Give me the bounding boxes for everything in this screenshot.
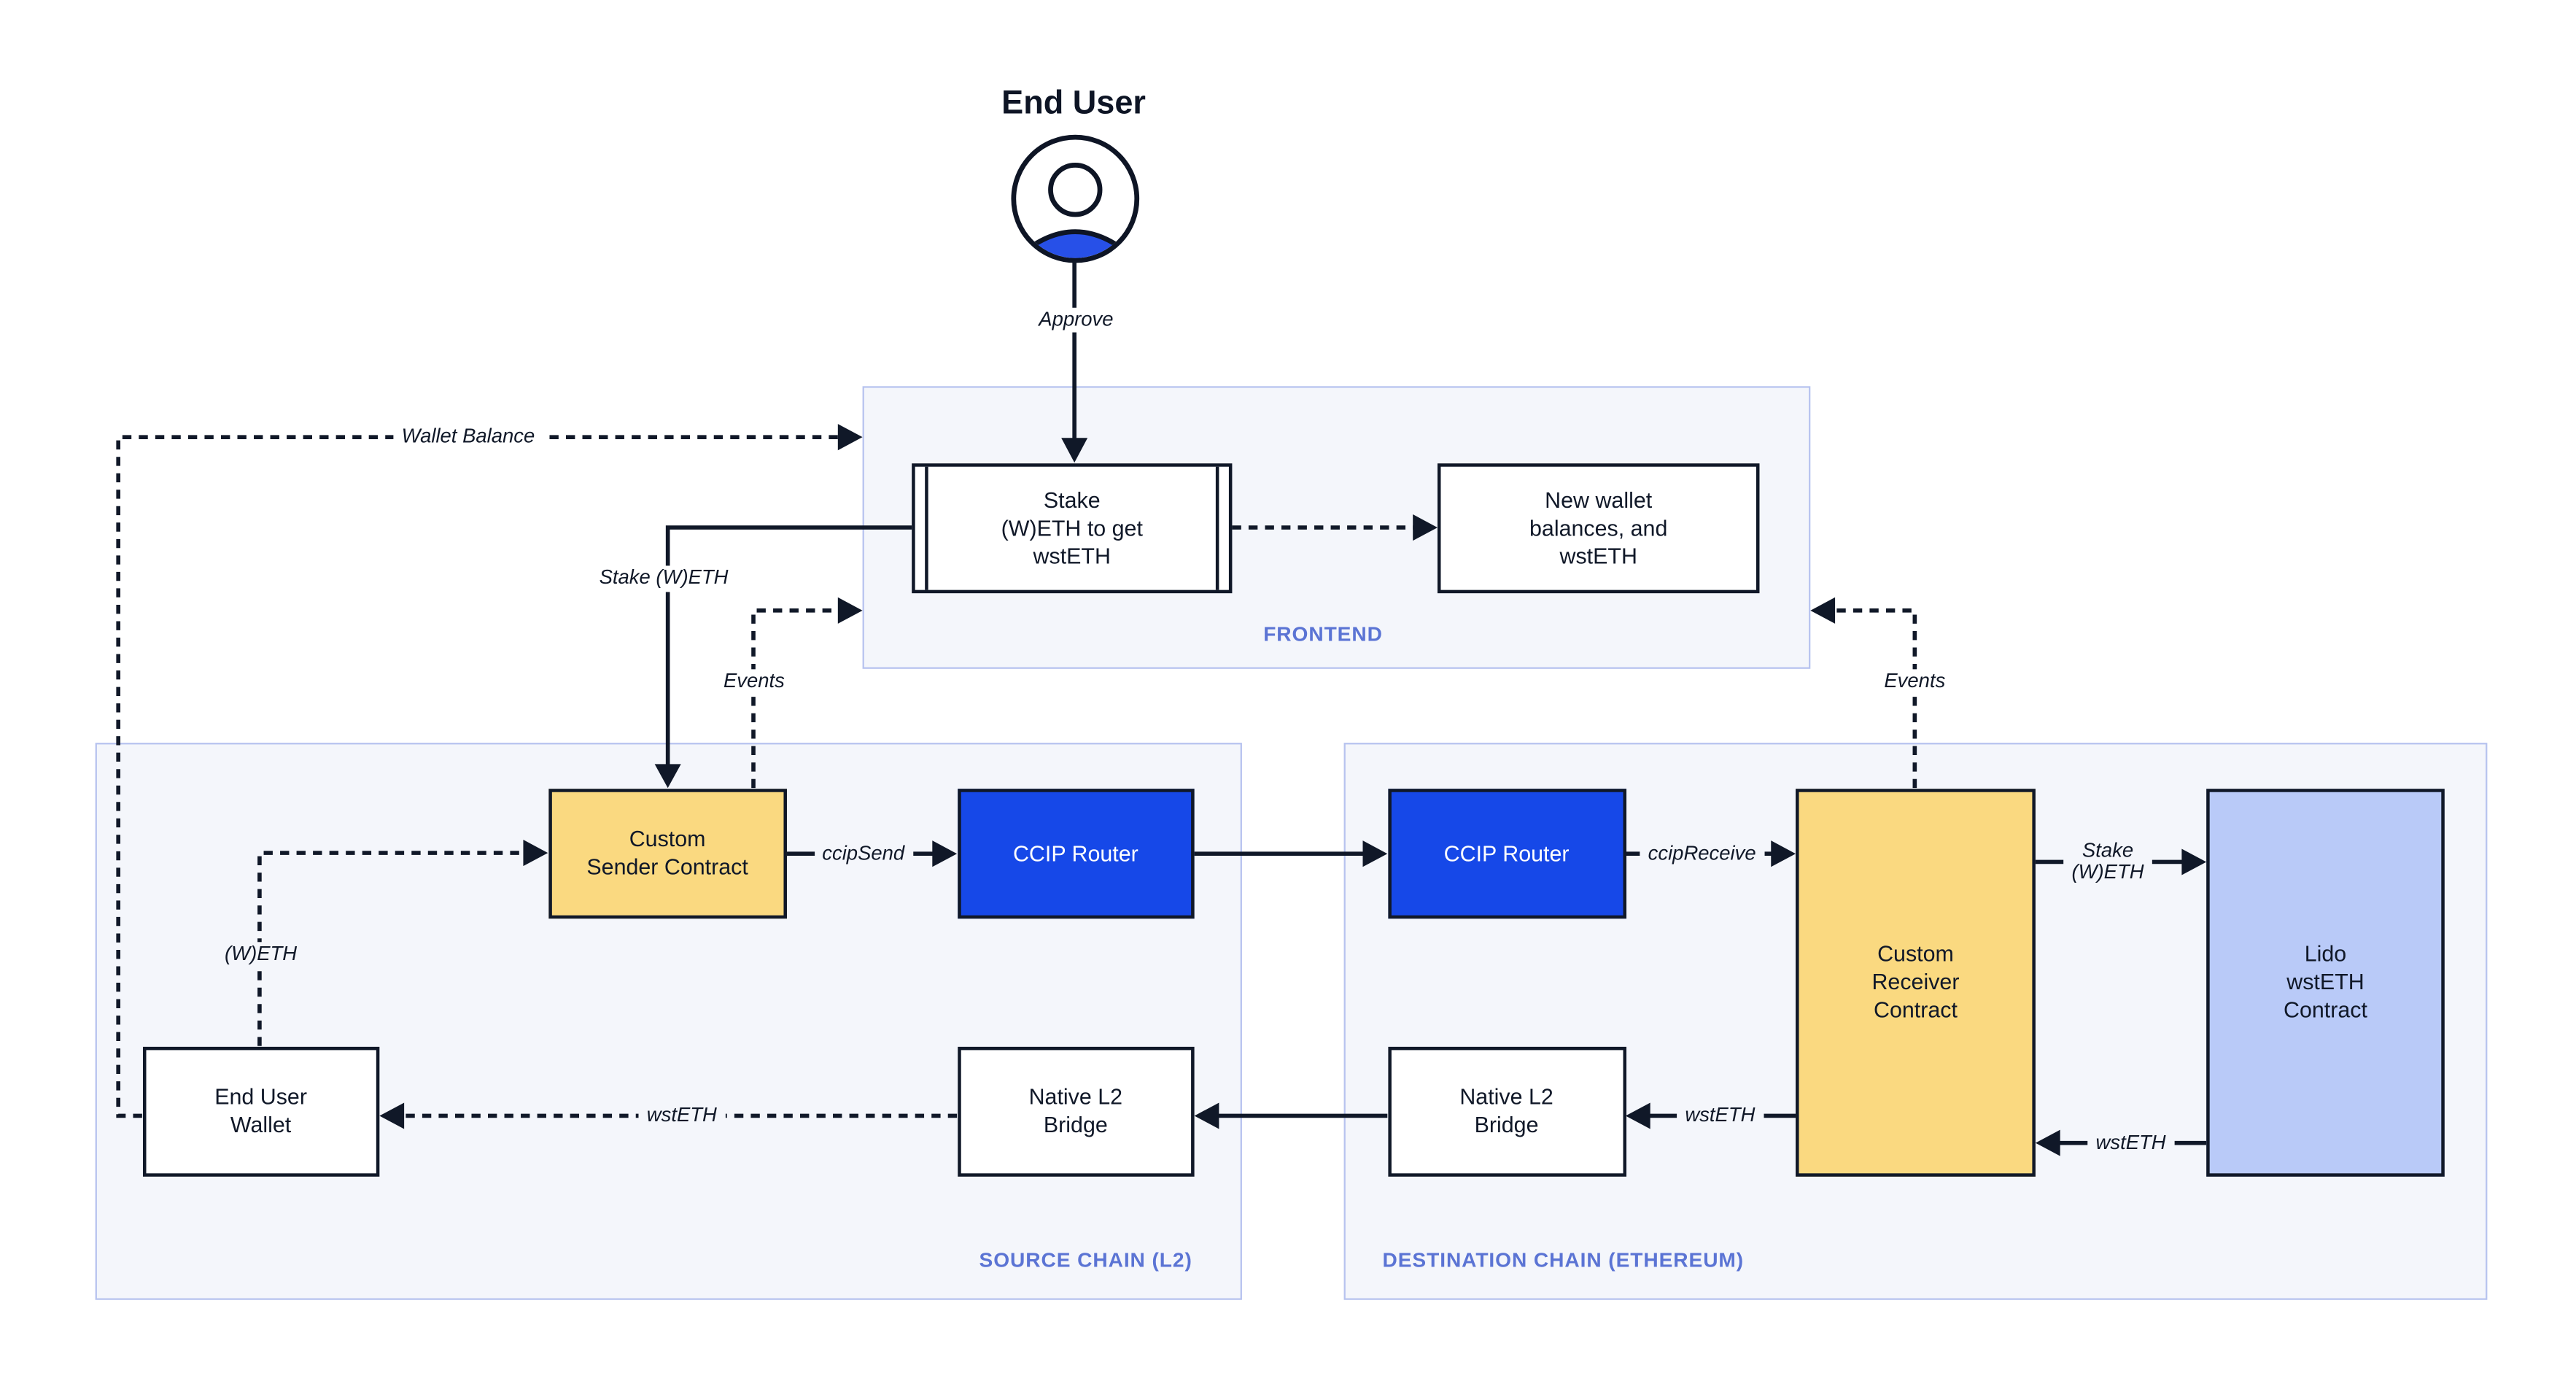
- new-balances-arrow: [1232, 514, 1438, 541]
- destination-chain-label: DESTINATION CHAIN (ETHEREUM): [1382, 1248, 1745, 1272]
- custom-sender-contract-box: Custom Sender Contract: [548, 788, 787, 919]
- events-right-arrow: [1810, 597, 1917, 789]
- wsteth-to-wallet-arrow: [379, 1102, 958, 1129]
- weth-arrow: [257, 840, 548, 1046]
- wallet-balance-arrow: [116, 424, 863, 1118]
- end-user-wallet-box: End User Wallet: [141, 1045, 380, 1176]
- end-user-title: End User: [1001, 85, 1146, 122]
- ccipsend-label: ccipSend: [813, 840, 913, 867]
- new-wallet-balances-box: New wallet balances, and wstETH: [1437, 463, 1760, 594]
- native-l2-bridge-source-box: Native L2 Bridge: [957, 1045, 1195, 1176]
- events-left-arrow: [751, 597, 863, 789]
- end-user-icon: [1011, 134, 1140, 263]
- stake-weth-lido-label: Stake (W)ETH: [2063, 838, 2152, 886]
- approve-arrow: [1061, 261, 1088, 463]
- wsteth-to-bridge-label: wstETH: [1677, 1103, 1764, 1129]
- frontend-label: FRONTEND: [1263, 622, 1383, 646]
- router-to-router-arrow: [1194, 840, 1388, 867]
- stake-action-box: Stake (W)ETH to get wstETH: [912, 463, 1233, 594]
- ccipreceive-label: ccipReceive: [1640, 840, 1764, 867]
- weth-label: (W)ETH: [216, 942, 306, 968]
- wallet-balance-label: Wallet Balance: [393, 424, 543, 450]
- stake-weth-label: Stake (W)ETH: [591, 565, 737, 592]
- bridge-to-bridge-arrow: [1194, 1102, 1388, 1129]
- ccip-router-source-box: CCIP Router: [957, 788, 1195, 919]
- approve-label: Approve: [1031, 306, 1122, 333]
- native-l2-bridge-destination-box: Native L2 Bridge: [1387, 1045, 1626, 1176]
- events-left-label: Events: [715, 668, 794, 695]
- ccip-router-destination-box: CCIP Router: [1387, 788, 1626, 919]
- events-right-label: Events: [1876, 668, 1954, 695]
- wsteth-to-wallet-label: wstETH: [638, 1103, 726, 1129]
- custom-receiver-contract-box: Custom Receiver Contract: [1796, 788, 2036, 1176]
- wsteth-from-lido-label: wstETH: [2087, 1130, 2174, 1156]
- lido-wsteth-contract-box: Lido wstETH Contract: [2206, 788, 2445, 1176]
- source-chain-label: SOURCE CHAIN (L2): [979, 1248, 1192, 1272]
- stake-weth-arrow: [654, 525, 912, 789]
